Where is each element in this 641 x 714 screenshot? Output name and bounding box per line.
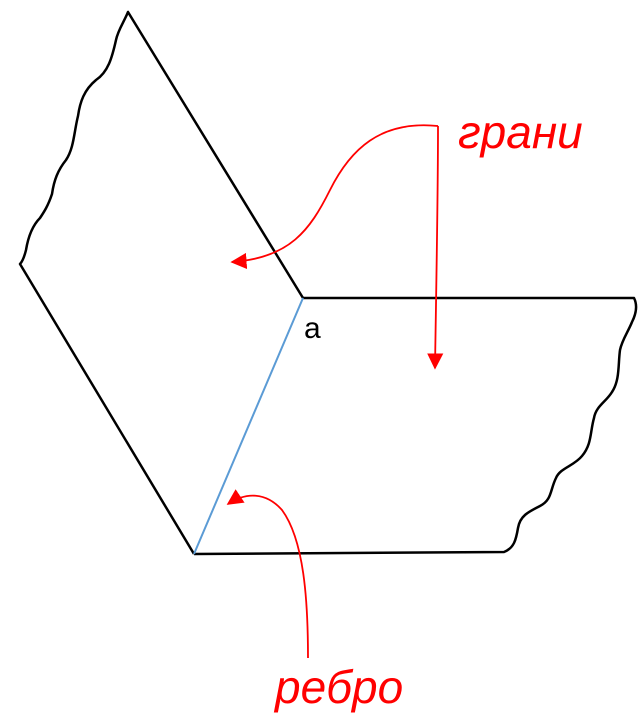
edge-label: ребро (273, 661, 403, 713)
faces-arrow-to-right-face (427, 125, 444, 370)
edge-arrow (226, 489, 309, 659)
left-face-outline (18, 10, 305, 555)
faces-label: грани (458, 106, 583, 158)
common-edge-line (193, 297, 304, 555)
right-face-outline (193, 296, 638, 556)
faces-arrow-to-left-face (230, 124, 439, 270)
point-label: a (304, 312, 321, 345)
